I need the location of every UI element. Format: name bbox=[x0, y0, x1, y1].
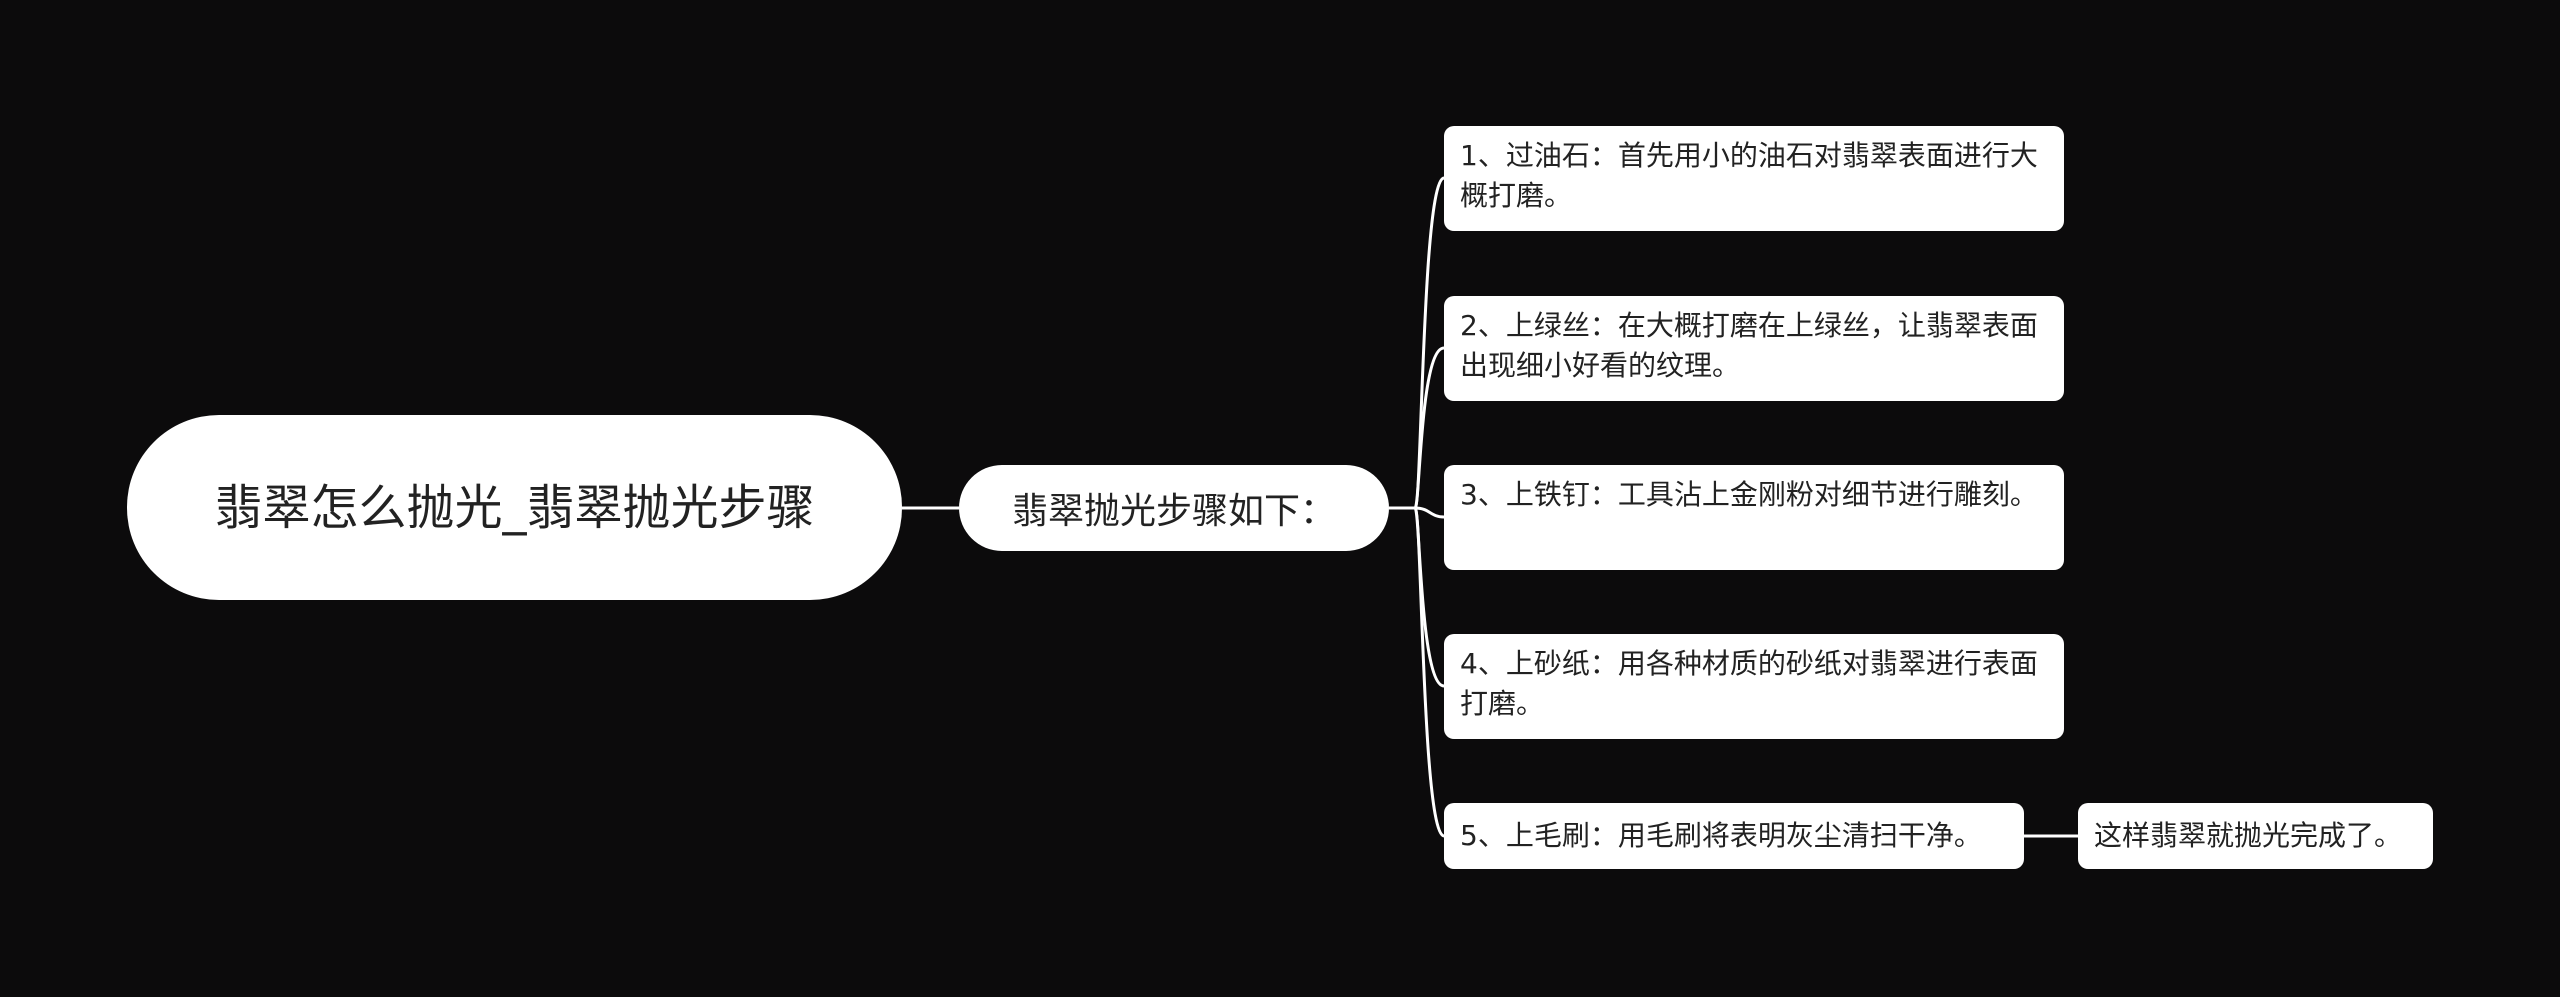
step-text-4: 4、上砂纸：用各种材质的砂纸对翡翠进行表面打磨。 bbox=[1460, 647, 2038, 720]
root-topic-text: 翡翠怎么抛光_翡翠抛光步骤 bbox=[214, 479, 815, 536]
branch-node[interactable]: 翡翠抛光步骤如下： bbox=[959, 465, 1389, 551]
step-text-5: 5、上毛刷：用毛刷将表明灰尘清扫干净。 bbox=[1460, 819, 1982, 852]
final-note-node[interactable]: 这样翡翠就抛光完成了。 bbox=[2078, 803, 2433, 869]
final-note-text: 这样翡翠就抛光完成了。 bbox=[2094, 819, 2403, 852]
step-node-5[interactable]: 5、上毛刷：用毛刷将表明灰尘清扫干净。 bbox=[1444, 803, 2024, 869]
branch-text: 翡翠抛光步骤如下： bbox=[1011, 491, 1336, 532]
step-node-2[interactable]: 2、上绿丝：在大概打磨在上绿丝，让翡翠表面出现细小好看的纹理。 bbox=[1444, 296, 2064, 401]
step-node-4[interactable]: 4、上砂纸：用各种材质的砂纸对翡翠进行表面打磨。 bbox=[1444, 634, 2064, 739]
step-text-3: 3、上铁钉：工具沾上金刚粉对细节进行雕刻。 bbox=[1460, 478, 2038, 511]
step-node-1[interactable]: 1、过油石：首先用小的油石对翡翠表面进行大概打磨。 bbox=[1444, 126, 2064, 231]
step-node-3[interactable]: 3、上铁钉：工具沾上金刚粉对细节进行雕刻。 bbox=[1444, 465, 2064, 570]
step-text-2: 2、上绿丝：在大概打磨在上绿丝，让翡翠表面出现细小好看的纹理。 bbox=[1460, 309, 2038, 382]
root-topic-node[interactable]: 翡翠怎么抛光_翡翠抛光步骤 bbox=[127, 415, 902, 600]
step-5-line bbox=[1413, 506, 1446, 838]
step-2-line bbox=[1413, 346, 1445, 510]
step-text-1: 1、过油石：首先用小的油石对翡翠表面进行大概打磨。 bbox=[1460, 139, 2038, 212]
step-3-line bbox=[1414, 506, 1445, 519]
